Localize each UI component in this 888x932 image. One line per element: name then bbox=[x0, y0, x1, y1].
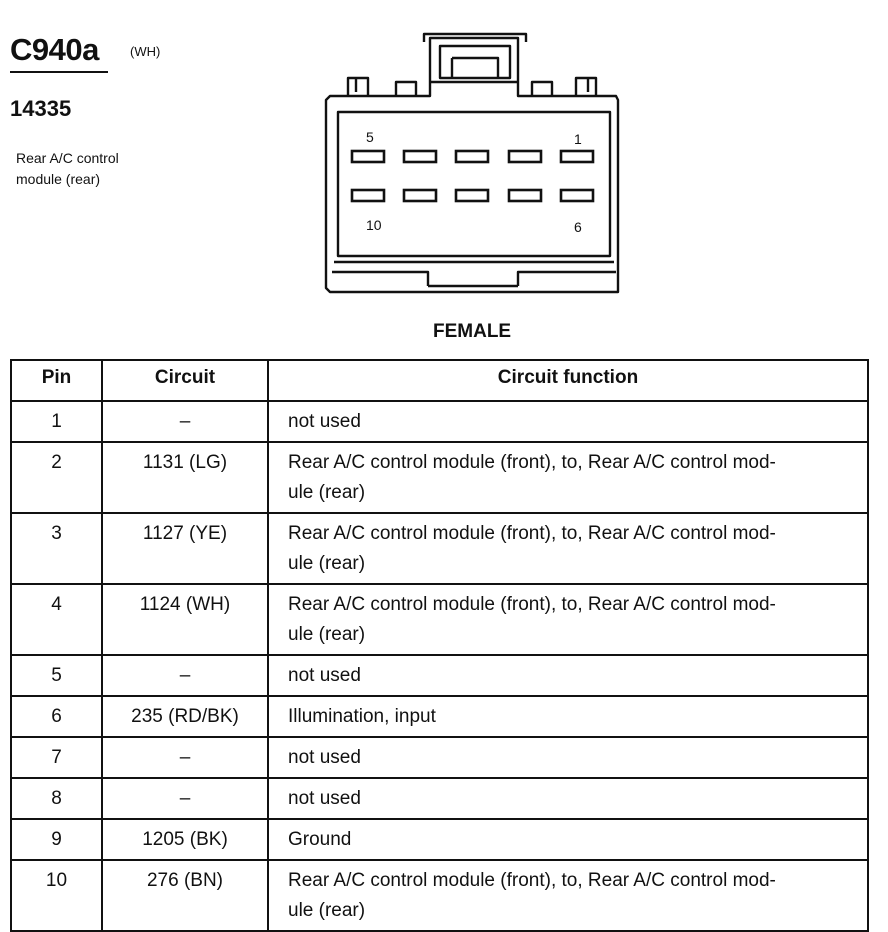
circuit-function-line: Illumination, input bbox=[288, 706, 436, 727]
circuit-function-line: not used bbox=[288, 747, 361, 768]
circuit-function-line: Rear A/C control module (front), to, Rea… bbox=[288, 452, 776, 473]
connector-description: Rear A/C control module (rear) bbox=[16, 148, 166, 190]
circuit-function-line: Rear A/C control module (front), to, Rea… bbox=[288, 870, 776, 891]
description-line-1: Rear A/C control bbox=[16, 150, 119, 166]
circuit-function-line: Rear A/C control module (front), to, Rea… bbox=[288, 594, 776, 615]
pin-number: 7 bbox=[10, 736, 103, 779]
table-row: 8–not used bbox=[10, 777, 869, 820]
pin-cavity-8 bbox=[454, 188, 490, 203]
circuit-code: 1205 (BK) bbox=[101, 818, 269, 861]
pin-cavity-2 bbox=[507, 149, 543, 164]
circuit-function-line: ule (rear) bbox=[288, 900, 366, 921]
pin-cavity-6 bbox=[559, 188, 595, 203]
table-row: 7–not used bbox=[10, 736, 869, 779]
table-row: 1–not used bbox=[10, 400, 869, 443]
column-header-pin: Pin bbox=[10, 359, 103, 402]
table-header-row: Pin Circuit Circuit function bbox=[10, 359, 869, 402]
circuit-code: 235 (RD/BK) bbox=[101, 695, 269, 738]
pin-number: 1 bbox=[10, 400, 103, 443]
circuit-function-line: ule (rear) bbox=[288, 553, 366, 574]
circuit-function: Ground bbox=[267, 818, 869, 861]
circuit-function: not used bbox=[267, 654, 869, 697]
circuit-function-line: not used bbox=[288, 665, 361, 686]
description-line-2: module (rear) bbox=[16, 171, 101, 187]
pin-number: 2 bbox=[10, 441, 103, 514]
circuit-function-line: not used bbox=[288, 411, 361, 432]
column-header-circuit-function: Circuit function bbox=[267, 359, 869, 402]
connector-lip bbox=[332, 270, 616, 288]
pin-number: 8 bbox=[10, 777, 103, 820]
circuit-function: Rear A/C control module (front), to, Rea… bbox=[267, 512, 869, 585]
column-header-circuit: Circuit bbox=[101, 359, 269, 402]
pin-label-6: 6 bbox=[574, 219, 582, 235]
connector-face bbox=[336, 110, 612, 258]
circuit-function-line: not used bbox=[288, 788, 361, 809]
circuit-function-line: ule (rear) bbox=[288, 624, 366, 645]
pin-number: 5 bbox=[10, 654, 103, 697]
circuit-function: not used bbox=[267, 777, 869, 820]
pin-number: 3 bbox=[10, 512, 103, 585]
pin-cavity-9 bbox=[402, 188, 438, 203]
color-code: (WH) bbox=[130, 44, 161, 59]
circuit-function-line: Rear A/C control module (front), to, Rea… bbox=[288, 523, 776, 544]
circuit-code: – bbox=[101, 777, 269, 820]
pin-cavity-10 bbox=[350, 188, 386, 203]
circuit-code: – bbox=[101, 654, 269, 697]
pin-cavity-3 bbox=[454, 149, 490, 164]
part-number: 14335 bbox=[10, 96, 72, 121]
pin-number: 9 bbox=[10, 818, 103, 861]
connector-id-underline bbox=[10, 71, 108, 73]
left-latch bbox=[346, 76, 418, 96]
pin-number: 4 bbox=[10, 583, 103, 656]
locking-tab bbox=[422, 32, 528, 42]
circuit-function: not used bbox=[267, 400, 869, 443]
pin-number: 6 bbox=[10, 695, 103, 738]
pin-cavity-1 bbox=[559, 149, 595, 164]
pin-cavity-5 bbox=[350, 149, 386, 164]
circuit-function: not used bbox=[267, 736, 869, 779]
connector-face-diagram: 5 1 10 6 bbox=[324, 32, 620, 294]
pin-cavity-7 bbox=[507, 188, 543, 203]
view-label: FEMALE bbox=[433, 321, 512, 342]
circuit-code: 1127 (YE) bbox=[101, 512, 269, 585]
circuit-function: Illumination, input bbox=[267, 695, 869, 738]
circuit-function: Rear A/C control module (front), to, Rea… bbox=[267, 583, 869, 656]
circuit-code: – bbox=[101, 400, 269, 443]
pin-label-5: 5 bbox=[366, 129, 374, 145]
right-latch bbox=[530, 76, 598, 96]
pin-cavity-4 bbox=[402, 149, 438, 164]
pin-label-10: 10 bbox=[366, 217, 382, 233]
connector-housing bbox=[324, 36, 620, 294]
table-row: 5–not used bbox=[10, 654, 869, 697]
circuit-function-line: Ground bbox=[288, 829, 352, 850]
circuit-code: 1131 (LG) bbox=[101, 441, 269, 514]
circuit-code: 1124 (WH) bbox=[101, 583, 269, 656]
circuit-function: Rear A/C control module (front), to, Rea… bbox=[267, 441, 869, 514]
circuit-code: – bbox=[101, 736, 269, 779]
pin-label-1: 1 bbox=[574, 131, 582, 147]
circuit-function-line: ule (rear) bbox=[288, 482, 366, 503]
connector-id: C940a bbox=[10, 32, 99, 67]
